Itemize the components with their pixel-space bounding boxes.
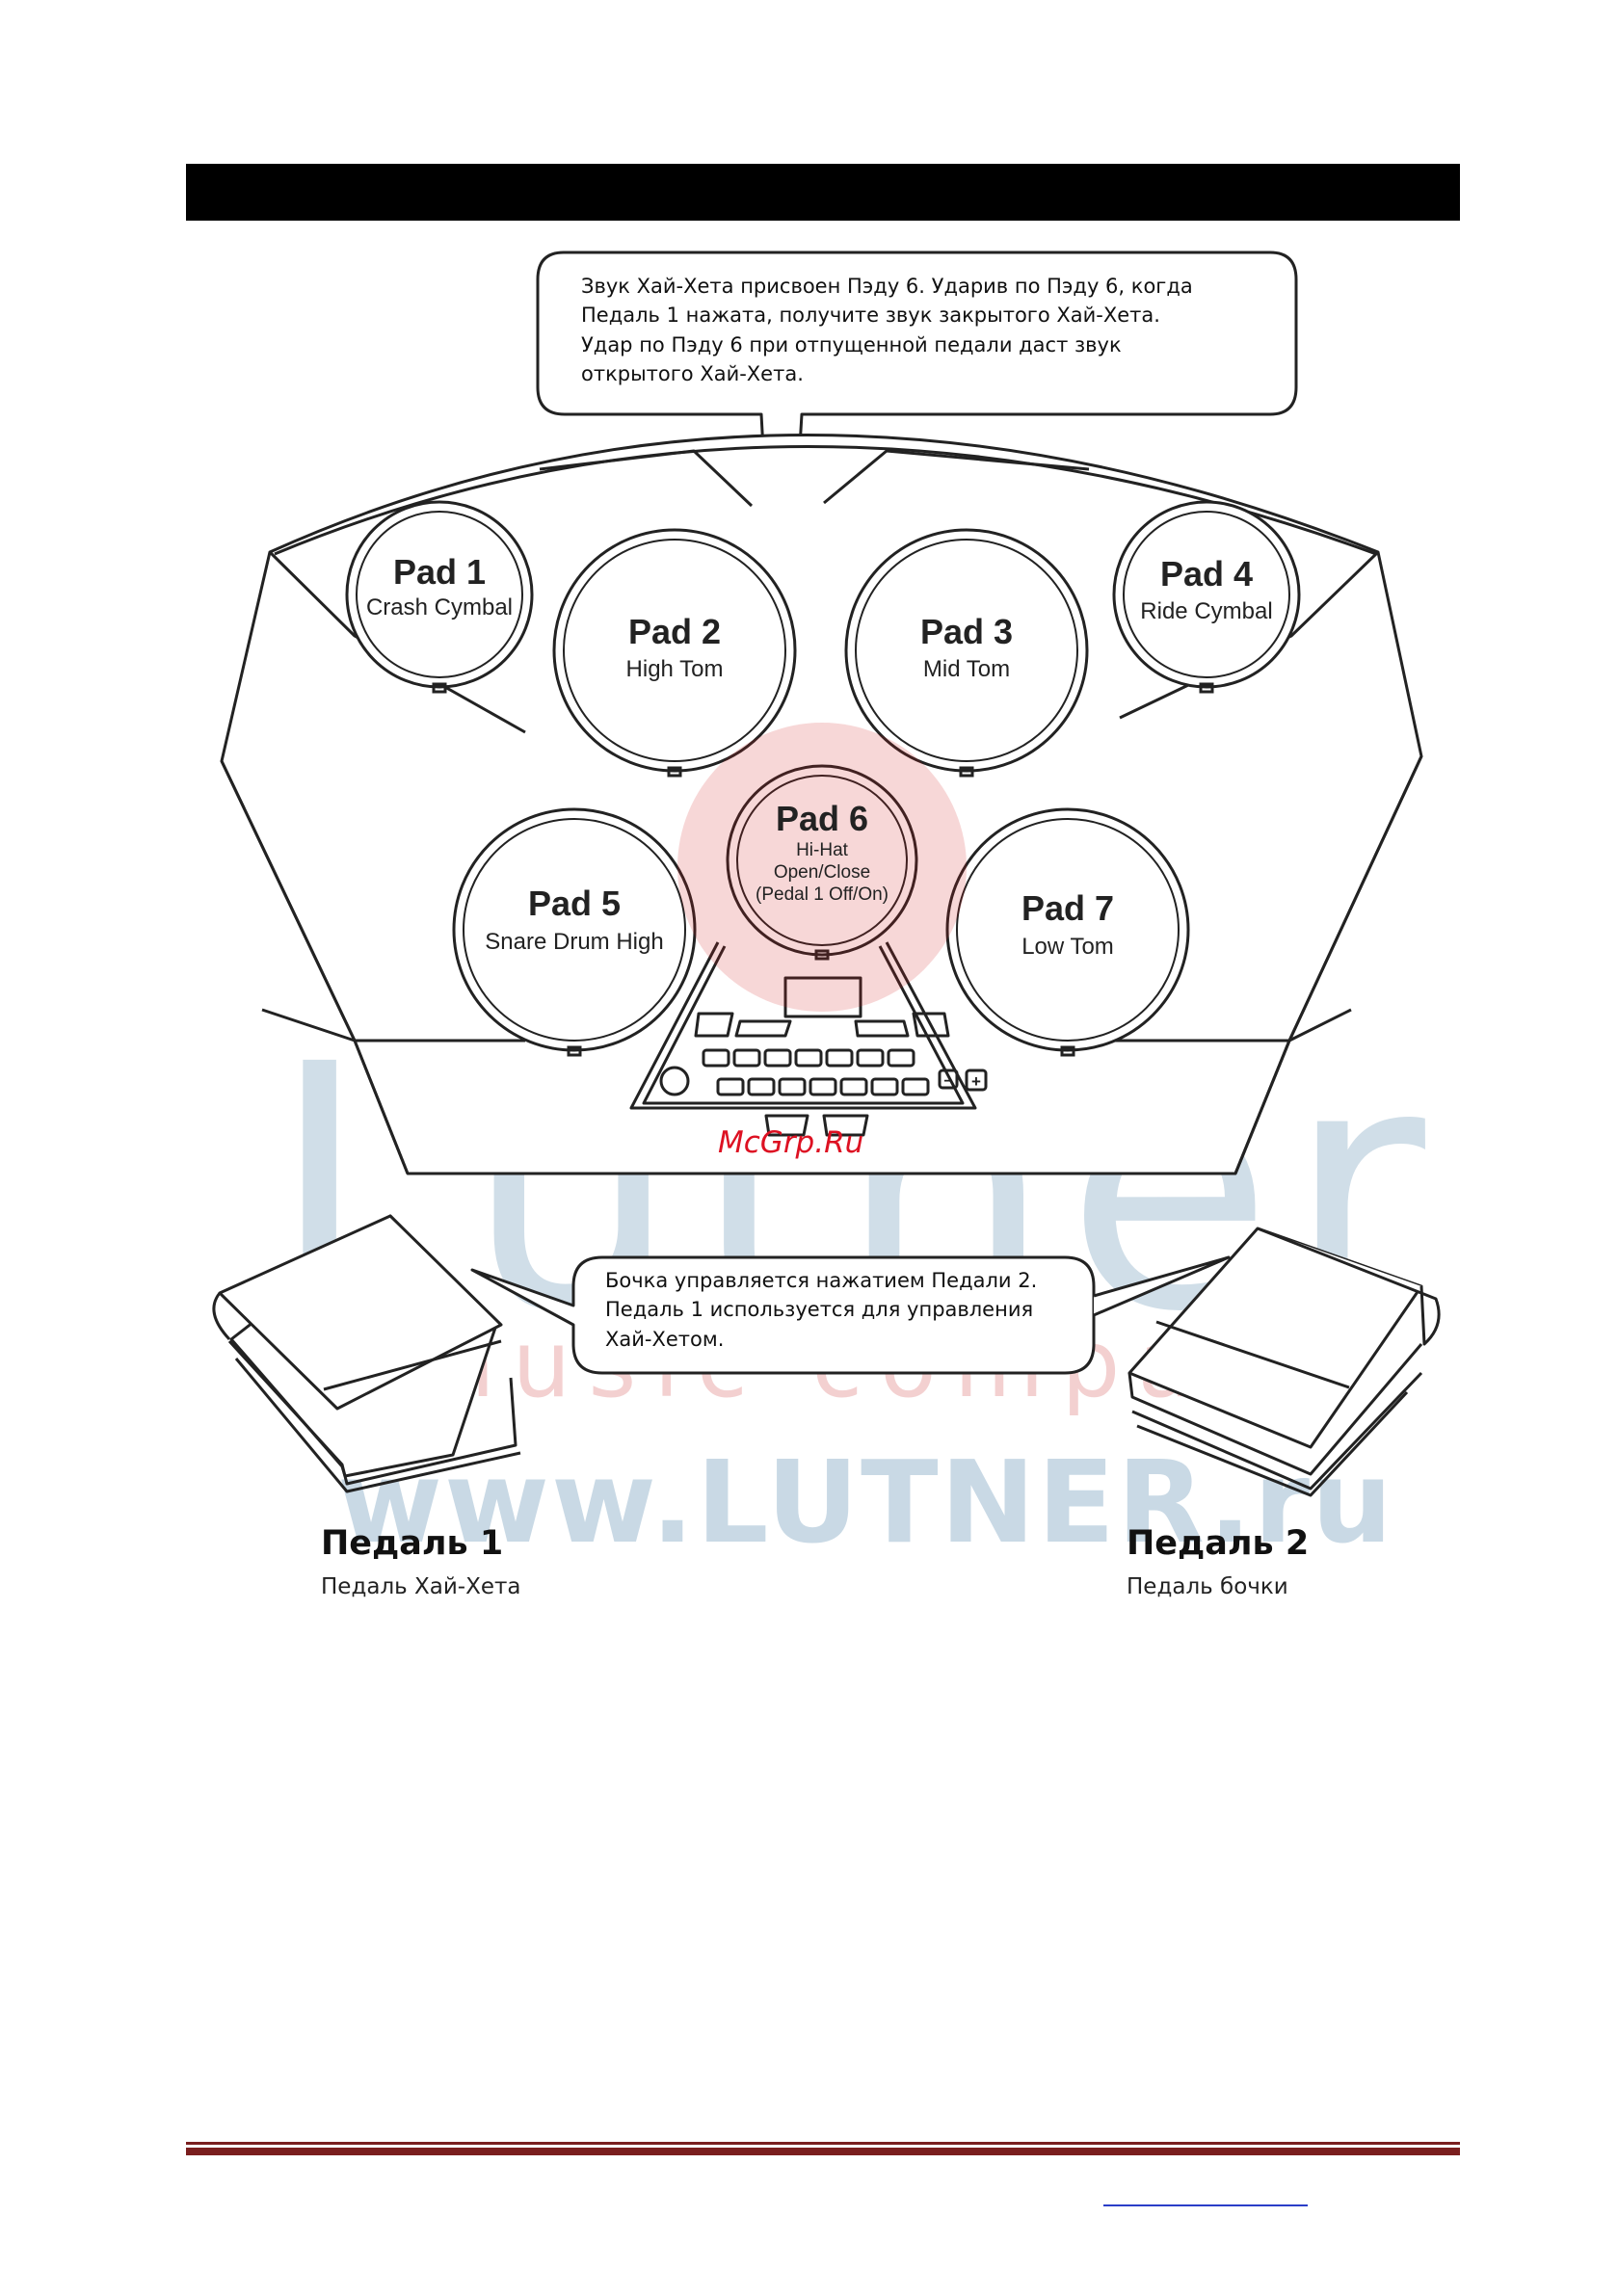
pad-1-name: Pad 1	[393, 552, 486, 592]
footer-rule-thick	[186, 2148, 1460, 2155]
tempo-buttons	[764, 1114, 869, 1137]
header-bar	[186, 164, 1460, 221]
callout-bottom-line-3: Хай-Хетом.	[605, 1327, 725, 1351]
panel-plus-button	[965, 1069, 988, 1092]
callout-top-line-4: открытого Хай-Хета.	[581, 362, 804, 386]
callout-bottom-line-1: Бочка управляется нажатием Педали 2.	[605, 1269, 1038, 1292]
kit-inner-top	[274, 445, 1377, 556]
pedal-2-subtitle: Педаль бочки	[1127, 1574, 1288, 1599]
pad-3-name: Pad 3	[920, 612, 1013, 651]
pad-6-name: Pad 6	[776, 799, 868, 838]
panel-plus-label: +	[971, 1072, 981, 1091]
pad-5-sound: Snare Drum High	[485, 929, 663, 955]
footer-rule	[186, 2142, 1460, 2145]
callout-bottom-pointer-right	[1093, 1255, 1231, 1317]
panel-minus-button	[938, 1069, 959, 1090]
pedal-1-subtitle: Педаль Хай-Хета	[321, 1574, 521, 1599]
pad-3[interactable]	[844, 528, 1089, 778]
pad-2-sound: High Tom	[626, 656, 724, 682]
callout-top-line-3: Удар по Пэду 6 при отпущенной педали дас…	[581, 332, 1122, 356]
pad-6[interactable]	[726, 764, 918, 961]
pad-3-sound: Mid Tom	[923, 656, 1010, 682]
callout-top-text: Звук Хай-Хета присвоен Пэду 6. Ударив по…	[581, 272, 1256, 389]
pad-7[interactable]	[945, 807, 1190, 1057]
kit-bottom-inner	[353, 1040, 1291, 1174]
pad-2[interactable]	[552, 528, 797, 778]
pedal-1-drawing	[212, 1214, 521, 1493]
pad-5[interactable]	[452, 807, 697, 1057]
pad-4-sound: Ride Cymbal	[1140, 598, 1272, 624]
control-panel-outline	[629, 941, 977, 1110]
footer-link-underline[interactable]	[1103, 2204, 1308, 2206]
panel-minus-label: −	[943, 1073, 952, 1090]
control-panel-inner	[642, 945, 965, 1105]
kit-facet-top	[539, 449, 1090, 508]
panel-right-buttons	[854, 1012, 950, 1038]
volume-knob	[659, 1066, 690, 1096]
pad-1[interactable]	[345, 500, 534, 694]
callout-bottom-line-2: Педаль 1 используется для управления	[605, 1298, 1034, 1322]
pedal-2-drawing	[1127, 1227, 1441, 1497]
callout-bottom-bubble	[470, 1255, 1096, 1375]
display-screen	[783, 976, 862, 1018]
panel-button-row-1	[702, 1048, 915, 1068]
pad-6-sound: Hi-Hat	[796, 840, 849, 860]
callout-top-line-2: Педаль 1 нажата, получите звук закрытого…	[581, 303, 1160, 328]
pad-7-sound: Low Tom	[1021, 934, 1114, 960]
watermark-logo-disc	[677, 723, 967, 1012]
pedal-1-title: Педаль 1	[321, 1524, 504, 1563]
pad-1-sound: Crash Cymbal	[366, 594, 513, 620]
callout-top-line-1: Звук Хай-Хета присвоен Пэду 6. Ударив по…	[581, 275, 1193, 298]
panel-left-buttons	[694, 1012, 792, 1038]
pad-2-name: Pad 2	[628, 612, 721, 651]
pad-7-name: Pad 7	[1021, 888, 1114, 928]
pedal-2-title: Педаль 2	[1127, 1524, 1310, 1563]
panel-button-row-2	[716, 1077, 930, 1096]
callout-bottom-text: Бочка управляется нажатием Педали 2. Пед…	[605, 1266, 1087, 1354]
pad-6-line2: Open/Close	[774, 862, 870, 883]
pad-5-name: Pad 5	[528, 884, 621, 923]
pad-4-name: Pad 4	[1160, 554, 1253, 594]
pad-6-line3: (Pedal 1 Off/On)	[756, 884, 889, 905]
pad-4[interactable]	[1112, 500, 1301, 694]
